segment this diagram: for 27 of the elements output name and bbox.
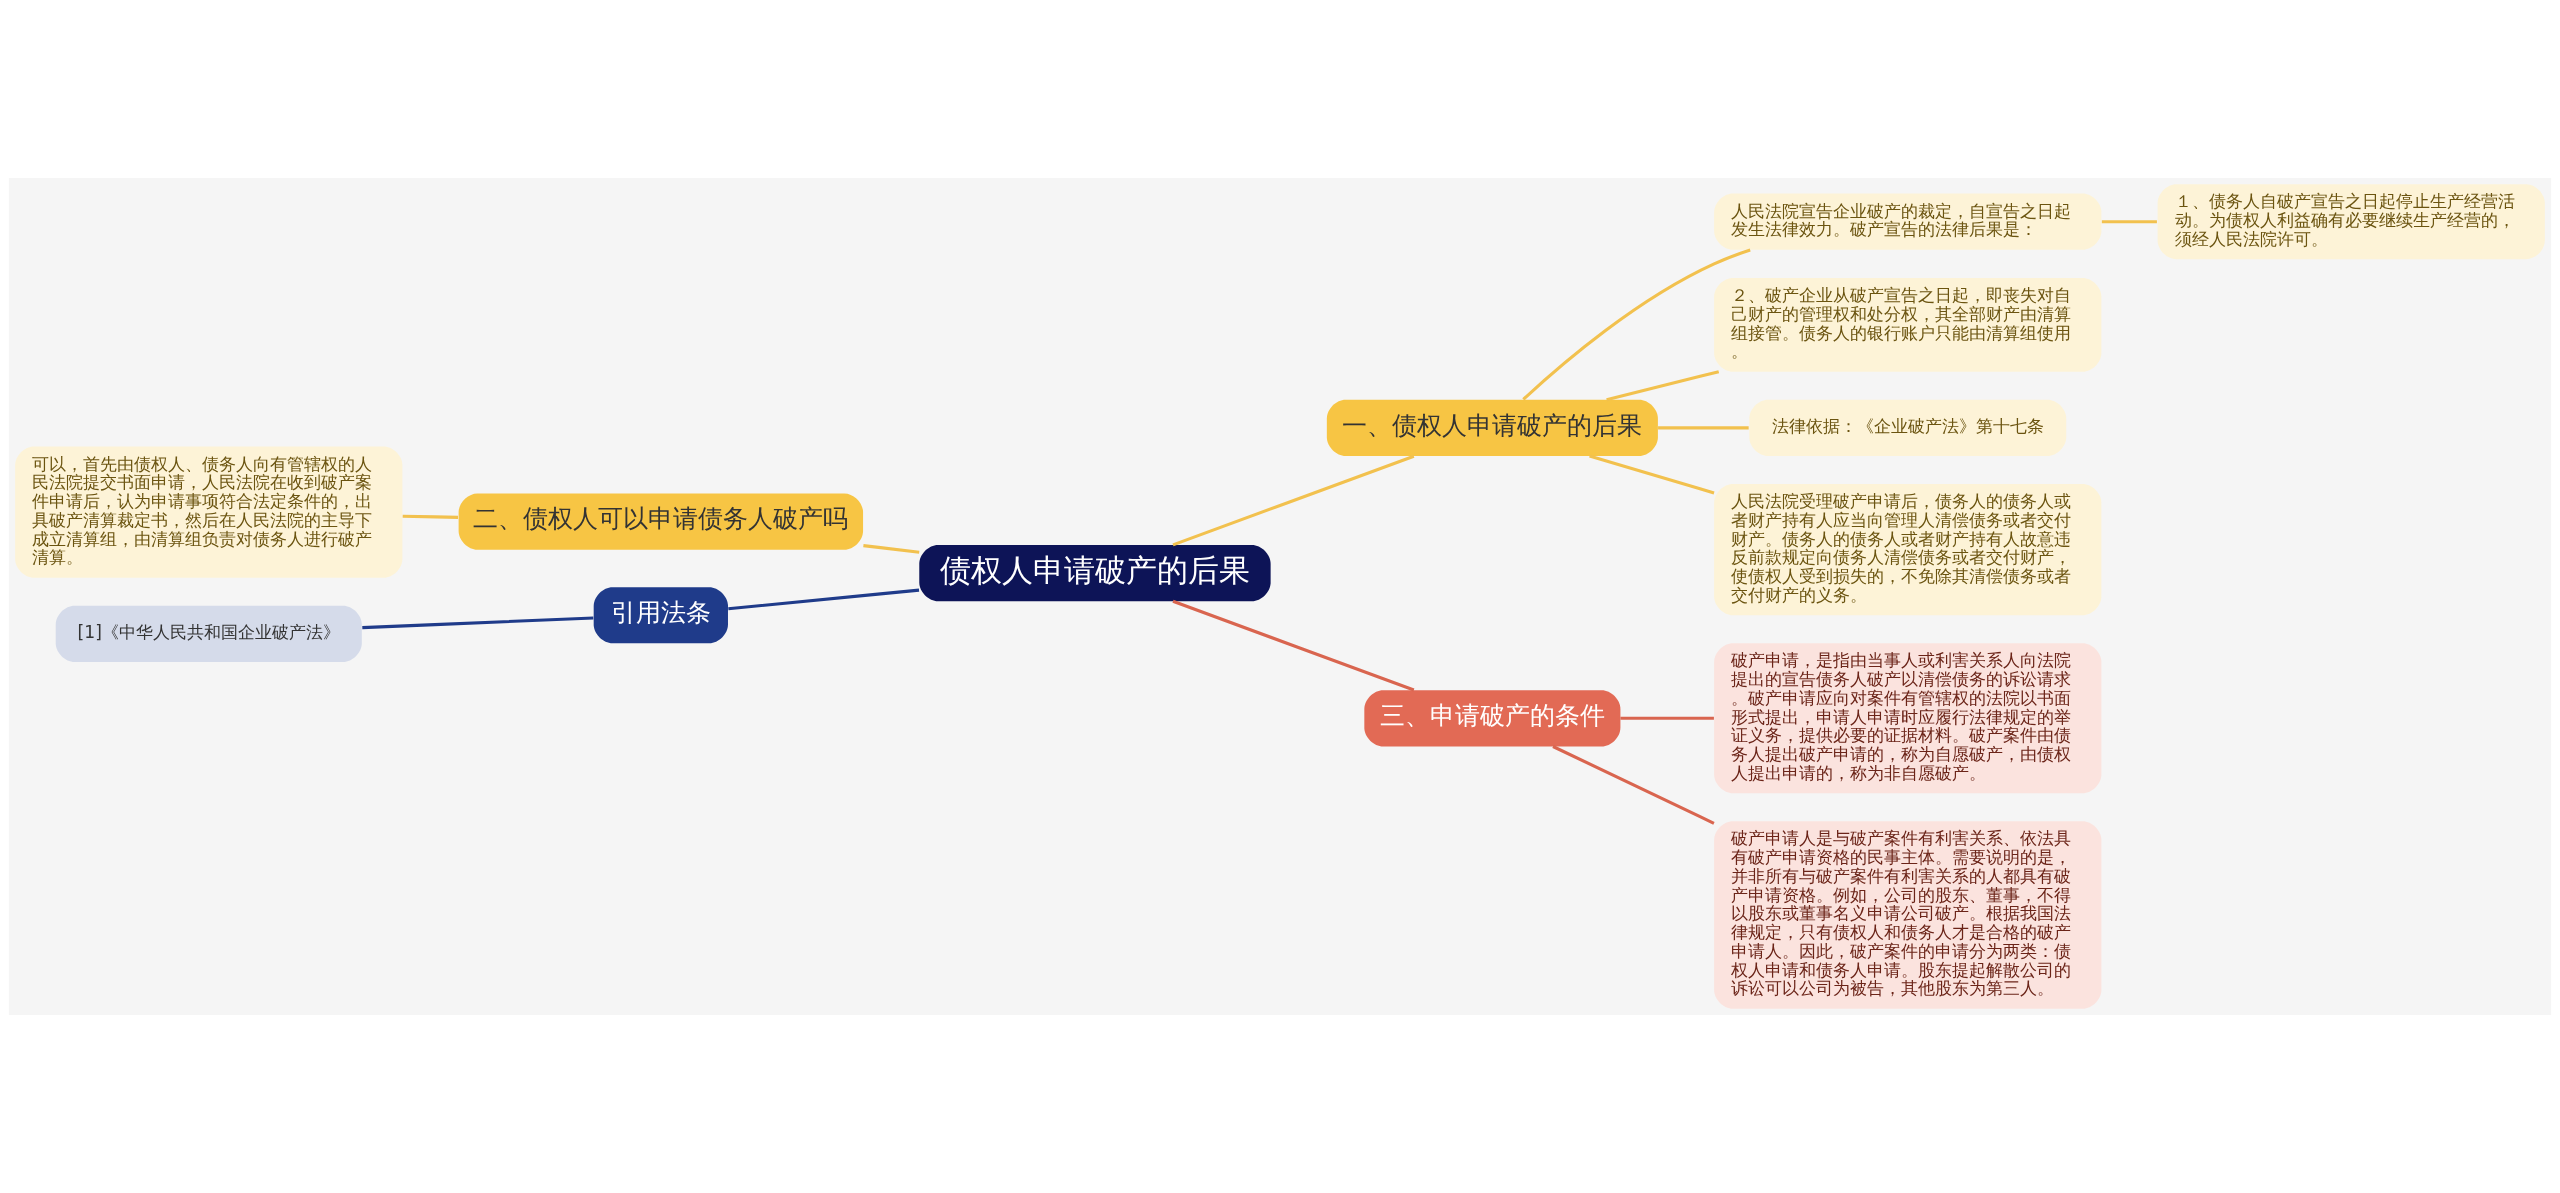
node-box: ２、破产企业从破产宣告之日起，即丧失对自己财产的管理权和处分权，其全部财产由清算组接管。债务人的银行账户只能由清算组使用。: [1714, 277, 2102, 372]
node-box: 破产申请人是与破产案件有利害关系、依法具有破产申请资格的民事主体。需要说明的是，并非所有与破产案件有利害关系的人都具有破产申请资格。例如，公司的股东、董事，不得以股东或董事名义申请公司破产。根据我国法律规定，只有债权人和债务人才是合格的破产申请人。因此，破产案件的申请分为两类：债权人申请和债务人申请。股东提起解散公司的诉讼可以公司为被告，其他股东为第三人。: [1714, 821, 2102, 1009]
node-box: 破产申请，是指由当事人或利害关系人向法院提出的宣告债务人破产以清偿债务的诉讼请求。破产申请应向对案件有管辖权的法院以书面形式提出，申请人申请时应履行法律规定的举证义务，提供必要的证据材料。破产案件由债务人提出破产申请的，称为自愿破产，由债权人提出申请的，称为非自愿破产。: [1714, 643, 2102, 794]
connector: [1589, 454, 1715, 495]
connector: [1606, 370, 1720, 402]
connector: [1522, 248, 1751, 401]
connector: [1658, 426, 1749, 430]
node-box: 三、申请破产的条件: [1364, 690, 1621, 747]
connector: [1172, 599, 1415, 692]
node-box: 可以，首先由债权人、债务人向有管辖权的人民法院提交书面申请，人民法院在收到破产案件申请后，认为申请事项符合法定条件的，出具破产清算裁定书，然后在人民法院的主导下成立清算组，由清算组负责对债务人进行破产清算。: [15, 446, 403, 578]
connector: [863, 544, 920, 554]
connector: [728, 588, 920, 611]
connector: [1552, 745, 1715, 825]
node-box: 人民法院宣告企业破产的裁定，自宣告之日起发生法律效力。破产宣告的法律后果是：: [1714, 193, 2102, 250]
connector: [2101, 220, 2157, 224]
node-box: 一、债权人申请破产的后果: [1326, 399, 1658, 456]
node-box: 法律依据：《企业破产法》第十七条: [1749, 399, 2067, 456]
connector: [1620, 716, 1714, 720]
connector: [1172, 454, 1415, 547]
node-box: 引用法条: [593, 587, 728, 644]
node-box: 二、债权人可以申请债务人破产吗: [458, 493, 864, 550]
node-box: 人民法院受理破产申请后，债务人的债务人或者财产持有人应当向管理人清偿债务或者交付财产。债务人的债务人或者财产持有人故意违反前款规定向债务人清偿债务或者交付财产，使债权人受到损失的，不免除其清偿债务或者交付财产的义务。: [1714, 484, 2102, 616]
node-box: １、债务人自破产宣告之日起停止生产经营活动。为债权人利益确有必要继续生产经营的，须经人民法院许可。: [2157, 184, 2545, 260]
connector: [402, 514, 459, 519]
node-box: 债权人申请破产的后果: [919, 544, 1271, 602]
node-box: [1]《中华人民共和国企业破产法》: [55, 605, 362, 663]
connector: [362, 616, 594, 630]
